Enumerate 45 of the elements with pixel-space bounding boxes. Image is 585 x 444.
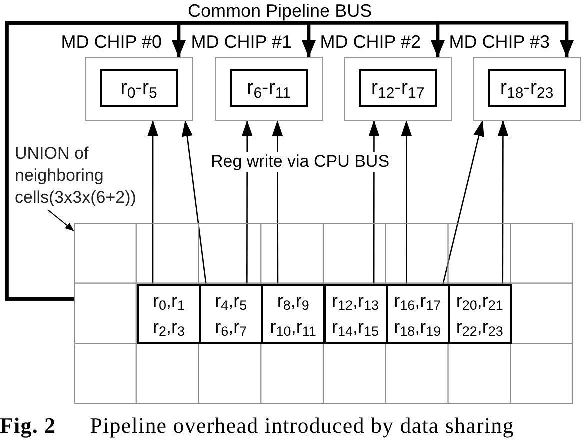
arrow bbox=[272, 120, 284, 284]
register-cell bbox=[386, 284, 450, 344]
cell-grid bbox=[74, 223, 573, 404]
register-box bbox=[359, 69, 437, 107]
register-pair: r$_{0}$,r$_{1}$ bbox=[152, 291, 186, 311]
register-pair: r$_{10}$,r$_{11}$ bbox=[270, 317, 316, 337]
register-pair: r$_{6}$,r$_{7}$ bbox=[215, 317, 248, 337]
register-pair: r$_{22}$,r$_{23}$ bbox=[456, 317, 504, 337]
arrow bbox=[242, 120, 253, 284]
register-range: r$_{6}$-r$_{11}$ bbox=[247, 77, 291, 99]
register-pair: r$_{2}$,r$_{3}$ bbox=[152, 317, 186, 337]
arrow bbox=[498, 120, 509, 284]
arrow bbox=[442, 120, 484, 284]
chip-label: MD CHIP #1 bbox=[191, 32, 292, 52]
register-range: r$_{0}$-r$_{5}$ bbox=[120, 77, 158, 99]
chip-label: MD CHIP #2 bbox=[320, 32, 421, 52]
figure-caption: Fig. 2 Pipeline overhead introduced by data sharing bbox=[0, 412, 514, 440]
arrow bbox=[182, 120, 207, 284]
register-cell bbox=[324, 284, 388, 344]
register-range: r$_{12}$-r$_{17}$ bbox=[371, 77, 425, 99]
chip-label: MD CHIP #3 bbox=[449, 32, 550, 52]
register-pair: r$_{20}$,r$_{21}$ bbox=[456, 291, 504, 311]
register-cell bbox=[137, 284, 201, 344]
register-cell bbox=[448, 284, 512, 344]
bus-arrow bbox=[5, 21, 574, 301]
register-range: r$_{18}$-r$_{23}$ bbox=[500, 77, 554, 99]
bus-label: Common Pipeline BUS bbox=[188, 1, 372, 21]
annotation-label: Reg write via CPU BUS bbox=[209, 152, 392, 172]
arrow bbox=[148, 120, 159, 284]
chip-label: MD CHIP #0 bbox=[61, 32, 162, 52]
register-pair: r$_{18}$,r$_{19}$ bbox=[394, 317, 442, 337]
leader-arrow bbox=[48, 210, 74, 232]
register-box bbox=[488, 69, 566, 107]
register-cell bbox=[199, 284, 264, 344]
register-box bbox=[100, 69, 178, 107]
arrow bbox=[401, 120, 412, 284]
register-pair: r$_{12}$,r$_{13}$ bbox=[332, 291, 380, 311]
register-pair: r$_{16}$,r$_{17}$ bbox=[394, 291, 442, 311]
note-text: UNION of neighboring cells(3x3x(6+2)) bbox=[15, 143, 165, 209]
register-cell bbox=[261, 284, 326, 344]
register-pair: r$_{8}$,r$_{9}$ bbox=[277, 291, 310, 311]
arrow bbox=[368, 120, 380, 284]
register-pair: r$_{4}$,r$_{5}$ bbox=[215, 291, 248, 311]
register-box bbox=[230, 69, 308, 107]
register-pair: r$_{14}$,r$_{15}$ bbox=[332, 317, 380, 337]
